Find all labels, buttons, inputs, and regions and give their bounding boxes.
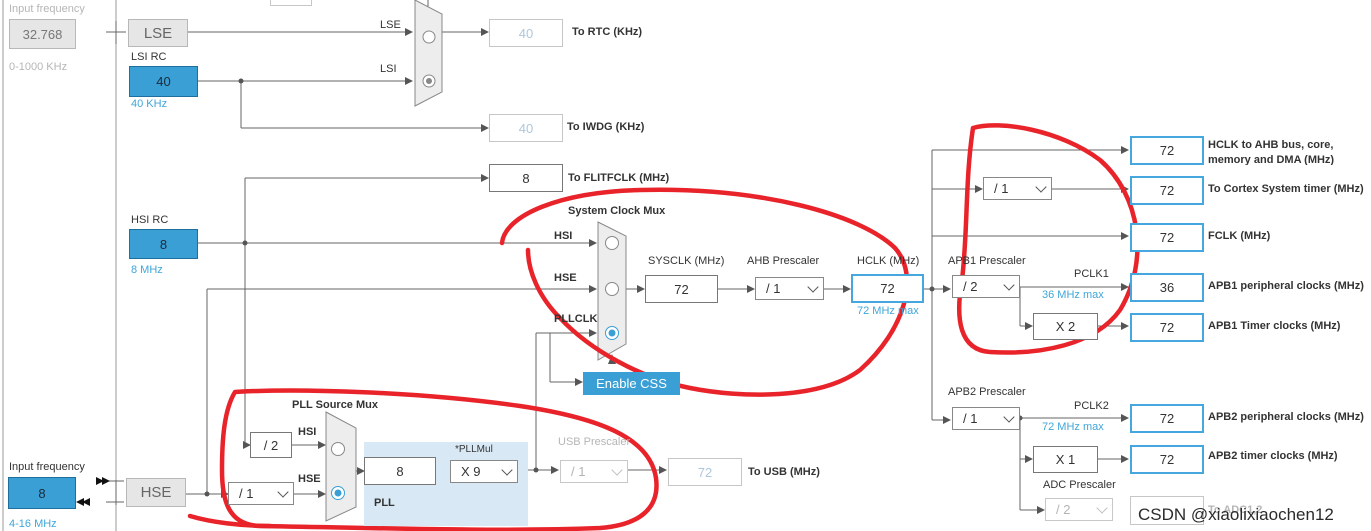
usb-prescaler-select[interactable]: / 1 [560,460,628,483]
usb-output-box: 72 [668,458,742,486]
pllmul-label: *PLLMul [455,444,493,455]
lse-input-frequency-field[interactable]: 32.768 [9,19,76,49]
hse-divider-value: / 1 [239,486,254,501]
hse-input-frequency-label: Input frequency [9,461,85,473]
cortex-timer-divider-select[interactable]: / 1 [983,177,1052,200]
chevron-down-icon [1003,278,1015,291]
apb2-prescaler-label: APB2 Prescaler [948,386,1026,398]
rtc-output-box: 40 [489,19,563,47]
sysclk-mux-hse-label: HSE [554,272,577,284]
apb1-peripheral-output[interactable]: 36 [1130,273,1204,302]
apb2-peripheral-output[interactable]: 72 [1130,404,1204,433]
apb1-timer-output[interactable]: 72 [1130,313,1204,342]
sysclk-value-box[interactable]: 72 [645,275,718,303]
usb-prescaler-value: / 1 [571,464,586,479]
apb2-prescaler-value: / 1 [963,411,978,426]
enable-css-button[interactable]: Enable CSS [583,372,680,395]
pllmul-select[interactable]: X 9 [450,460,518,483]
cortex-timer-divider-value: / 1 [994,181,1009,196]
hclk-max-label: 72 MHz max [857,305,919,317]
adc-prescaler-value: / 2 [1056,502,1071,517]
flitf-output-label: To FLITFCLK (MHz) [568,172,670,184]
rtc-mux-lsi-label: LSI [380,63,397,75]
hclk-ahb-label: HCLK to AHB bus, core, [1208,139,1334,151]
usb-output-label: To USB (MHz) [748,466,820,478]
adc-output-label: To ADC1,2 [1208,504,1263,516]
lsi-freq-label: 40 KHz [131,98,168,110]
iwdg-output-label: To IWDG (KHz) [567,121,645,133]
hsi-freq-label: 8 MHz [131,264,163,276]
chevron-down-icon [611,463,623,476]
pll-hsi-divider: / 2 [250,432,292,458]
cortex-timer-label: To Cortex System timer (MHz) [1208,183,1364,195]
chevron-down-icon [1003,410,1015,423]
top-partial-box [270,0,312,6]
ahb-prescaler-select[interactable]: / 1 [755,277,824,300]
chevron-down-icon [501,463,513,476]
rtc-output-label: To RTC (KHz) [572,26,643,38]
iwdg-output-box: 40 [489,114,563,142]
lse-block: LSE [128,19,188,47]
flitf-output-box: 8 [489,164,563,192]
adc-output[interactable] [1130,496,1204,525]
apb1-timer-multiplier: X 2 [1033,313,1098,340]
pll-source-mux-title: PLL Source Mux [292,399,378,411]
hse-range-label: 4-16 MHz [9,518,57,530]
rtc-mux-lse-label: LSE [380,19,401,31]
hsi-rc-block: 8 [129,229,198,259]
ahb-prescaler-label: AHB Prescaler [747,255,820,267]
chevron-down-icon [807,280,819,293]
apb1-prescaler-value: / 2 [963,279,978,294]
pll-label: PLL [374,497,395,509]
cortex-timer-output[interactable]: 72 [1130,176,1204,205]
pll-input-value: 8 [364,457,436,485]
hclk-label: HCLK (MHz) [857,255,920,267]
adc-prescaler-select[interactable]: / 2 [1045,498,1113,521]
apb1-prescaler-label: APB1 Prescaler [948,255,1026,267]
hclk-ahb-output[interactable]: 72 [1130,136,1204,165]
chevron-down-icon [1096,501,1108,514]
hsi-rc-title: HSI RC [131,214,169,226]
apb1-peripheral-label: APB1 peripheral clocks (MHz) [1208,280,1364,292]
hse-block: HSE [126,478,186,507]
fclk-label: FCLK (MHz) [1208,230,1271,242]
adc-prescaler-label: ADC Prescaler [1043,479,1116,491]
apb2-prescaler-select[interactable]: / 1 [952,407,1020,430]
apb2-max-label: 72 MHz max [1042,421,1104,433]
lsi-rc-block: 40 [129,66,198,97]
pclk1-label: PCLK1 [1074,268,1109,280]
lse-input-frequency-label: Input frequency [9,3,85,15]
pllmul-value: X 9 [461,464,481,479]
pll-mux-hse-label: HSE [298,473,321,485]
sysclk-mux-pllclk-label: PLLCLK [554,313,598,325]
hse-divider-select[interactable]: / 1 [228,482,294,505]
apb1-prescaler-select[interactable]: / 2 [952,275,1020,298]
lse-range-label: 0-1000 KHz [9,61,68,73]
apb2-timer-label: APB2 timer clocks (MHz) [1208,450,1338,462]
pll-mux-hsi-label: HSI [298,426,317,438]
apb1-max-label: 36 MHz max [1042,289,1104,301]
ahb-prescaler-value: / 1 [766,281,781,296]
apb2-peripheral-label: APB2 peripheral clocks (MHz) [1208,411,1364,423]
hse-input-frequency-field[interactable]: 8 [8,477,76,509]
apb1-timer-label: APB1 Timer clocks (MHz) [1208,320,1341,332]
hclk-ahb-label-line2: memory and DMA (MHz) [1208,154,1335,165]
lsi-rc-title: LSI RC [131,51,167,63]
hclk-value-box[interactable]: 72 [851,274,924,303]
usb-prescaler-label: USB Prescaler [558,436,631,448]
sysclk-mux-hsi-label: HSI [554,230,573,242]
pclk2-label: PCLK2 [1074,400,1109,412]
chevron-down-icon [277,485,289,498]
fclk-output[interactable]: 72 [1130,223,1204,252]
csdn-watermark: CSDN @xiaolixiaochen12 [1138,505,1334,524]
sysclk-label: SYSCLK (MHz) [648,255,725,267]
apb2-timer-multiplier: X 1 [1033,446,1098,473]
apb2-timer-output[interactable]: 72 [1130,445,1204,474]
chevron-down-icon [1035,180,1047,193]
system-clock-mux-title: System Clock Mux [568,205,666,217]
